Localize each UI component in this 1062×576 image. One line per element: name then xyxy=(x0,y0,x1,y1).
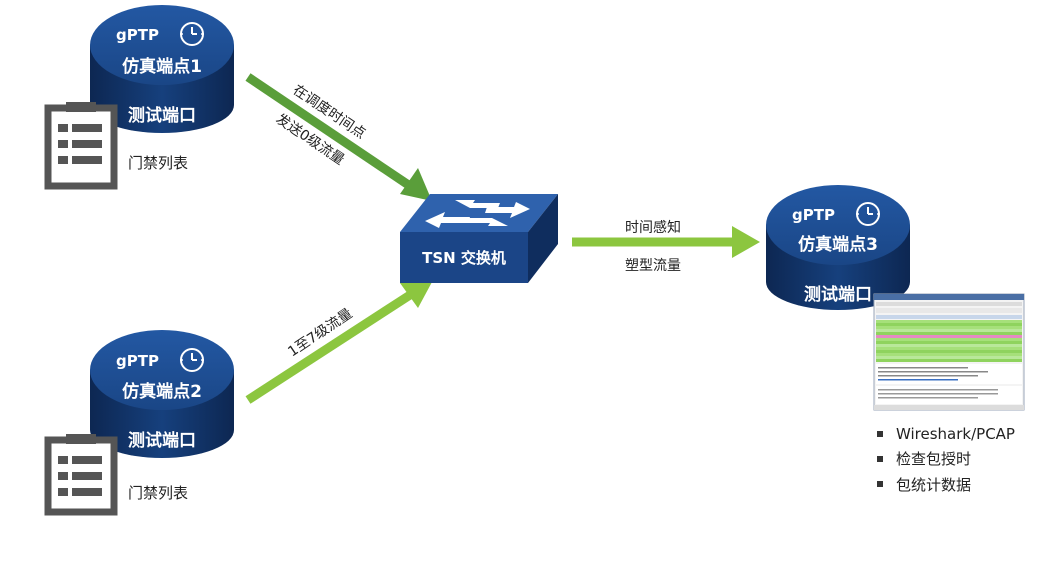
endpoint3-name: 仿真端点3 xyxy=(798,234,878,255)
clipboard-icon xyxy=(44,434,118,516)
endpoint2-name: 仿真端点2 xyxy=(122,381,202,402)
endpoint-2: gPTP 仿真端点2 测试端口 xyxy=(90,330,234,458)
capture-feature-list: Wireshark/PCAP 检查包授时 包统计数据 xyxy=(877,425,1015,494)
endpoint2-port: 测试端口 xyxy=(128,430,196,451)
endpoint1-port: 测试端口 xyxy=(128,105,196,126)
clock-icon xyxy=(180,348,204,372)
endpoint-3: gPTP 仿真端点3 测试端口 xyxy=(766,185,910,310)
switch-arrows-icon xyxy=(425,200,530,228)
edge-label-e3-line2: 塑型流量 xyxy=(625,258,681,274)
packet-list xyxy=(876,320,1022,362)
endpoint2-list-label: 门禁列表 xyxy=(128,484,188,502)
endpoint2-protocol: gPTP xyxy=(116,352,159,370)
arrow-endpoint1-to-switch xyxy=(245,73,432,201)
arrow-switch-to-endpoint3 xyxy=(572,226,760,258)
endpoint3-protocol: gPTP xyxy=(792,206,835,224)
clock-icon xyxy=(180,22,204,46)
clock-icon xyxy=(856,202,880,226)
wireshark-screenshot xyxy=(873,293,1025,411)
capture-feature-item: 检查包授时 xyxy=(896,450,971,468)
endpoint3-port: 测试端口 xyxy=(804,284,872,305)
clipboard-icon xyxy=(44,102,118,190)
switch-name: TSN 交换机 xyxy=(422,249,506,267)
capture-feature-item: 包统计数据 xyxy=(896,476,971,494)
capture-feature-item: Wireshark/PCAP xyxy=(896,425,1015,443)
edge-label-e3-line1: 时间感知 xyxy=(625,219,681,236)
endpoint1-list-label: 门禁列表 xyxy=(128,154,188,172)
endpoint-1: gPTP 仿真端点1 测试端口 xyxy=(90,5,234,133)
bullet-icon xyxy=(877,456,883,462)
arrow-endpoint2-to-switch xyxy=(245,282,432,404)
tsn-switch: TSN 交换机 xyxy=(400,194,558,283)
bullet-icon xyxy=(877,481,883,487)
endpoint1-name: 仿真端点1 xyxy=(122,56,202,77)
endpoint1-protocol: gPTP xyxy=(116,26,159,44)
bullet-icon xyxy=(877,431,883,437)
